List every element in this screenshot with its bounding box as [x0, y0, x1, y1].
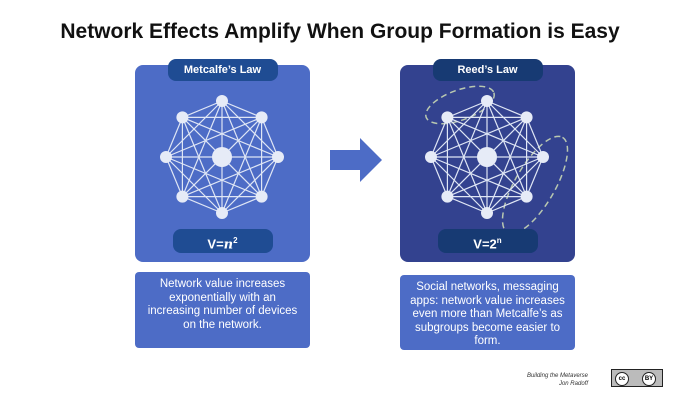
network-node	[481, 95, 493, 107]
formula-var: n	[223, 237, 234, 253]
metcalfe-formula: V=n2	[172, 229, 273, 253]
reed-description: Social networks, messaging apps: network…	[400, 275, 575, 350]
network-node	[537, 151, 549, 163]
network-center-node	[477, 147, 497, 167]
network-edge	[486, 100, 527, 118]
network-edge	[430, 117, 448, 158]
network-edge	[430, 156, 448, 197]
network-node	[255, 111, 268, 124]
credit-author: Jon Radoff	[558, 381, 588, 387]
network-edge	[165, 156, 183, 197]
by-icon: BY	[642, 372, 656, 386]
network-edge	[447, 100, 488, 118]
network-edge	[261, 156, 279, 197]
network-edge	[165, 156, 223, 214]
metcalfe-description: Network value increases exponentially wi…	[135, 272, 310, 348]
network-node	[216, 207, 228, 219]
network-node	[176, 111, 189, 124]
reed-formula: V=2n	[437, 229, 538, 253]
diagram-title: Network Effects Amplify When Group Forma…	[60, 20, 620, 43]
network-edge	[221, 196, 262, 214]
network-edge	[526, 156, 544, 197]
metcalfe-network-graph	[160, 95, 284, 219]
subgroup-outline	[425, 85, 495, 125]
cc-license-badge: cc BY	[611, 369, 663, 387]
network-edge	[181, 117, 223, 214]
formula-base: V=	[207, 236, 224, 252]
credit: Building the Metaverse Jon Radoff	[527, 372, 588, 388]
network-edge	[446, 117, 488, 214]
network-edge	[447, 116, 544, 158]
network-edge	[182, 116, 279, 158]
network-edge	[447, 196, 488, 214]
reed-label: Reed’s Law	[432, 59, 543, 81]
credit-book: Building the Metaverse	[526, 373, 588, 379]
network-node	[160, 151, 172, 163]
network-edge	[430, 156, 488, 214]
arrow-right-icon	[330, 138, 382, 182]
reed-network-graph	[425, 85, 569, 235]
network-edge	[221, 100, 262, 118]
reed-panel: Reed’s Law V=2n	[400, 59, 575, 262]
network-node	[425, 151, 437, 163]
subgroup-outline	[501, 135, 569, 235]
network-center-node	[212, 147, 232, 167]
network-edge	[182, 196, 223, 214]
formula-exponent: 2	[233, 236, 238, 245]
network-node	[441, 190, 454, 203]
metcalfe-panel: Metcalfe’s Law V=n2	[135, 59, 310, 262]
network-node	[176, 190, 189, 203]
formula-exponent: n	[496, 236, 502, 245]
formula-base: V=2	[473, 236, 497, 252]
network-edge	[165, 117, 183, 158]
network-edge	[182, 100, 223, 118]
network-node	[441, 111, 454, 124]
network-node	[255, 190, 268, 203]
network-node	[272, 151, 284, 163]
cc-icon: cc	[615, 372, 629, 386]
network-node	[520, 190, 533, 203]
network-node	[520, 111, 533, 124]
network-edge	[261, 117, 279, 158]
network-edge	[486, 196, 527, 214]
network-node	[216, 95, 228, 107]
network-node	[481, 207, 493, 219]
network-edge	[526, 117, 544, 158]
metcalfe-label: Metcalfe’s Law	[167, 59, 278, 81]
